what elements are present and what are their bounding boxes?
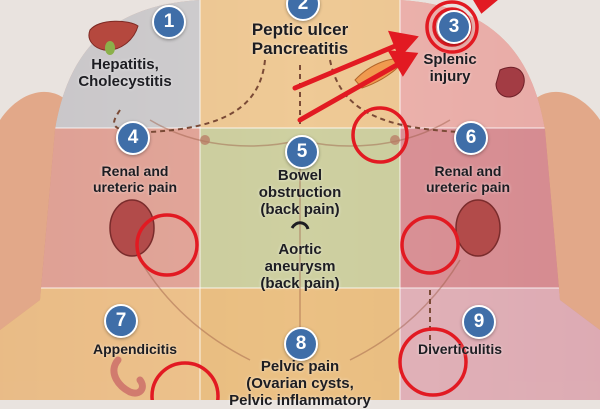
region-label-1: Hepatitis, Cholecystitis	[60, 56, 190, 91]
region-badge-8: 8	[284, 327, 318, 361]
label-line: Cholecystitis	[78, 72, 172, 90]
appendix-icon	[110, 356, 146, 397]
label-line: Peptic ulcer	[251, 20, 349, 39]
zone-epigastric	[200, 0, 400, 128]
label-line: injury	[429, 67, 471, 85]
label-line: Pancreatitis	[251, 39, 349, 59]
annotation-circle	[135, 213, 199, 277]
navel	[290, 221, 310, 230]
annotation-circle	[400, 215, 460, 275]
hip-line-left	[349, 259, 461, 361]
nipple-right	[200, 135, 210, 145]
label-line: Pelvic inflammatory	[229, 391, 371, 409]
label-line: Diverticulitis	[417, 341, 503, 357]
region-label-7: Appendicitis	[70, 341, 200, 358]
region-badge-7: 7	[104, 304, 138, 338]
label-line: ureteric pain	[92, 178, 178, 195]
label-line: aneurysm	[264, 257, 336, 275]
left-kidney-icon	[455, 199, 501, 257]
region-label-4: Renal and ureteric pain	[80, 163, 190, 195]
region-badge-9: 9	[462, 305, 496, 339]
label-line: (back pain)	[260, 274, 340, 292]
region-label-3: Splenic injury	[400, 51, 500, 86]
label-line: obstruction	[258, 183, 342, 201]
label-line: (Ovarian cysts,	[246, 374, 354, 392]
region-label-2: Peptic ulcer Pancreatitis	[215, 20, 385, 58]
annotation-circle	[150, 361, 220, 400]
annotation-arrow	[292, 41, 403, 91]
region-badge-4: 4	[116, 121, 150, 155]
region-label-aortic: Aortic aneurysm (back pain)	[225, 241, 375, 292]
annotation-arrow	[297, 59, 405, 123]
dashed-arrow-2-to-6	[329, 59, 461, 133]
hip-line-right	[139, 259, 251, 361]
label-line: Pelvic pain	[260, 358, 340, 375]
label-line: Bowel	[277, 167, 323, 184]
label-line: ureteric pain	[425, 178, 511, 195]
spleen-icon	[495, 67, 525, 98]
region-badge-5: 5	[285, 135, 319, 169]
gallbladder-icon	[105, 41, 115, 55]
region-badge-6: 6	[454, 121, 488, 155]
label-line: Renal and	[101, 163, 169, 179]
region-badge-3: 3	[437, 10, 471, 44]
right-kidney-icon	[109, 199, 155, 257]
label-line: (back pain)	[260, 200, 340, 218]
label-line: Appendicitis	[92, 341, 177, 357]
abdominal-pain-diagram	[0, 0, 600, 400]
region-badge-1: 1	[152, 5, 186, 39]
dashed-arrow-2-to-4	[149, 59, 266, 133]
annotation-circle	[351, 106, 409, 164]
nipple-left	[390, 135, 400, 145]
zone-left-lower	[400, 288, 600, 400]
annotation-circle	[398, 327, 468, 397]
label-line: Renal and	[434, 163, 502, 179]
annotation-circle	[425, 0, 479, 54]
annotation-arrowhead	[388, 30, 419, 59]
label-line: Hepatitis,	[91, 56, 159, 73]
region-label-6: Renal and ureteric pain	[413, 163, 523, 195]
label-line: Aortic	[278, 241, 322, 258]
region-label-8: Pelvic pain (Ovarian cysts, Pelvic infla…	[210, 358, 390, 409]
label-line: Splenic	[423, 51, 477, 68]
region-label-9: Diverticulitis	[405, 341, 515, 358]
liver-gallbladder-icon	[88, 20, 139, 51]
zone-right-lower	[0, 288, 200, 400]
annotation-arrowhead	[387, 50, 419, 77]
region-label-5: Bowel obstruction (back pain)	[225, 167, 375, 218]
annotation-arrowhead	[473, 0, 498, 14]
